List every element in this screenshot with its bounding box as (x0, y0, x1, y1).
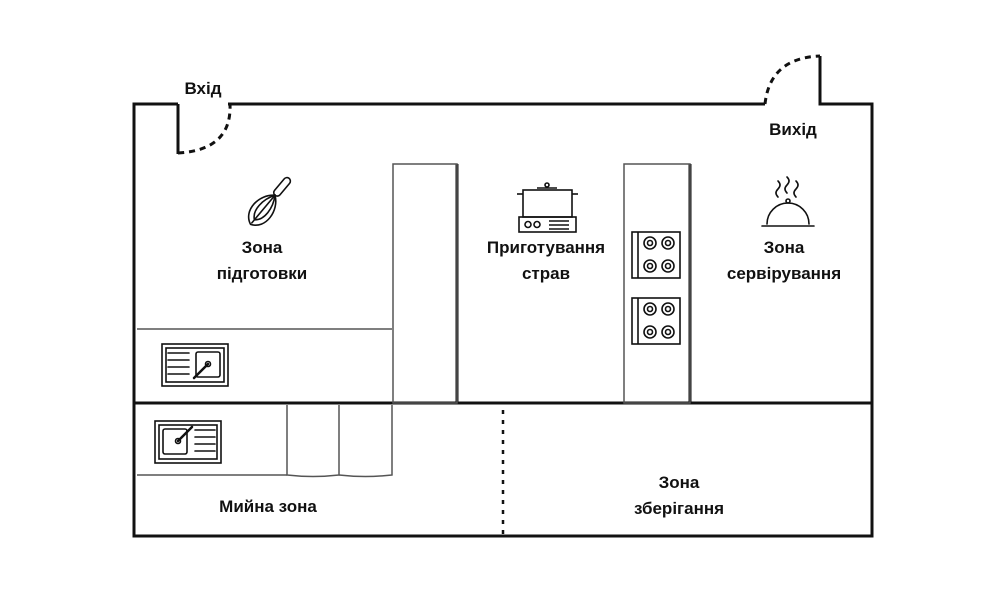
exit-label: Вихід (769, 120, 817, 139)
stove-icon (631, 231, 681, 279)
storage-zone-label-line2: зберігання (634, 499, 724, 518)
entrance-label: Вхід (184, 79, 221, 98)
storage-zone-label-line1: Зона (659, 473, 700, 492)
outer-wall (132, 56, 874, 538)
washing-zone-label: Мийна зона (219, 497, 317, 516)
cooking-zone-label-line1: Приготування (487, 238, 605, 257)
counters (137, 163, 691, 478)
serving-zone-label-line1: Зона (764, 238, 805, 257)
entrance-door-swing (177, 103, 232, 155)
cooking-pot-icon (517, 182, 578, 233)
cabinet-unit-2 (338, 405, 393, 478)
serving-cloche-icon (761, 176, 815, 227)
stove-counter (623, 163, 691, 404)
serving-zone-label-line2: сервірування (727, 264, 841, 283)
sink-icon (161, 343, 229, 387)
cooking-zone-label-line2: страв (522, 264, 570, 283)
prep-zone-label-line1: Зона (242, 238, 283, 257)
tall-cabinet (392, 163, 458, 404)
cabinet-unit-1 (286, 405, 340, 478)
stove-icon (631, 297, 681, 345)
sink-icon (154, 420, 222, 464)
exit-door-swing (763, 54, 821, 105)
prep-zone-label-line2: підготовки (217, 264, 308, 283)
whisk-icon (247, 176, 292, 227)
